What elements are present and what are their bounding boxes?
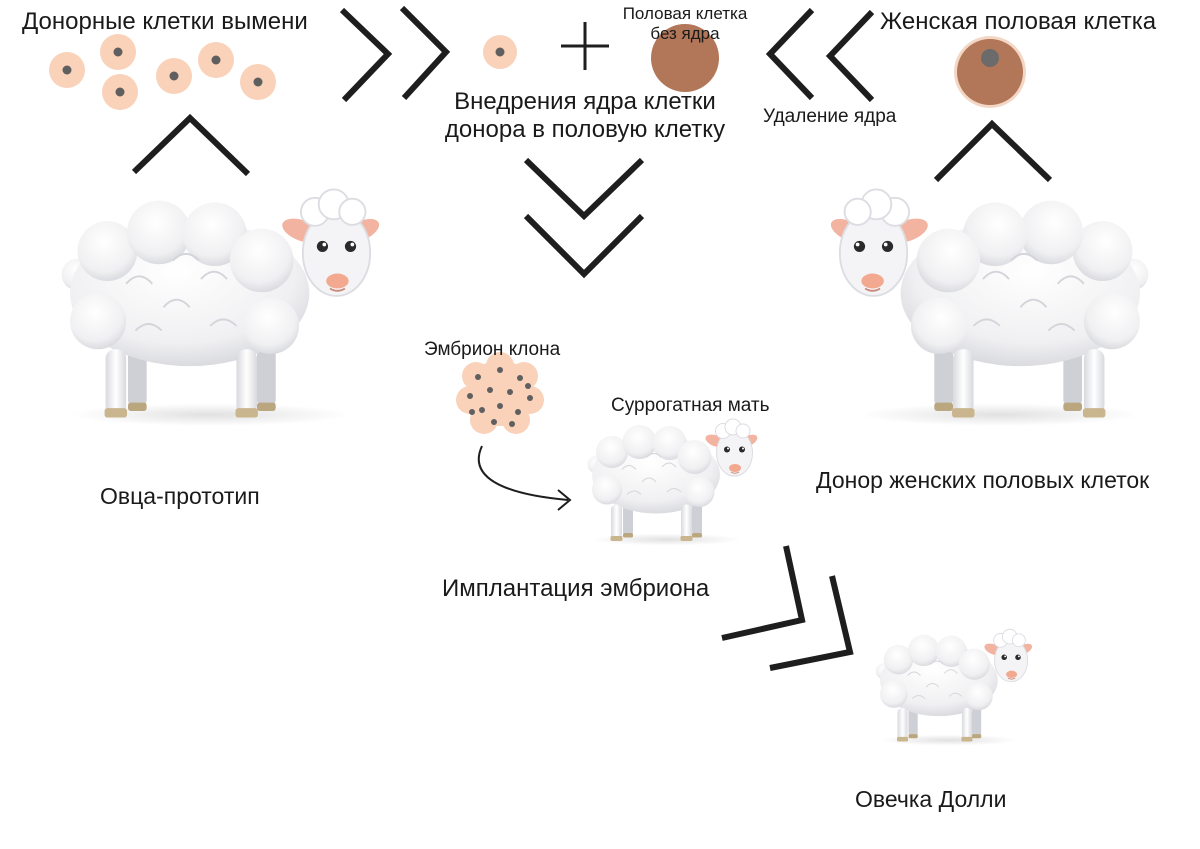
- chevron-icon: [721, 545, 806, 641]
- curved-arrow-icon: [477, 445, 572, 511]
- clone-embryo-label: Эмбрион клона: [424, 339, 561, 360]
- female-egg-cell-label: Женская половая клетка: [880, 8, 1157, 35]
- egg-without-nucleus-line2: без ядра: [650, 24, 720, 44]
- egg-donor-sheep-icon: [826, 188, 1150, 427]
- embryo-icon: [456, 352, 544, 434]
- egg-without-nucleus-label: Половая клетка без ядра: [602, 4, 768, 44]
- surrogate-mother-sheep-icon: [587, 418, 760, 546]
- nucleus-removal-label: Удаление ядра: [763, 106, 897, 127]
- chevron-icon: [933, 119, 1053, 183]
- female-egg-cell-icon: [954, 36, 1026, 108]
- egg-without-nucleus-line1: Половая клетка: [622, 4, 748, 23]
- donor-nucleus-cell: [483, 35, 517, 69]
- nucleus-insertion-line2: донора в половую клетку: [444, 116, 726, 144]
- egg-donor-sheep-label: Донор женских половых клеток: [816, 467, 1150, 493]
- surrogate-mother-label: Суррогатная мать: [611, 395, 770, 416]
- nucleus-insertion-line1: Внедрения ядра клетки: [454, 88, 716, 115]
- dolly-sheep-label: Овечка Долли: [855, 786, 1007, 812]
- chevron-icon: [131, 113, 251, 177]
- chevron-icon: [769, 575, 854, 671]
- cell-icon: [100, 34, 136, 70]
- cell-icon: [102, 74, 138, 110]
- chevron-icon: [765, 7, 815, 101]
- prototype-sheep-label: Овца-прототип: [100, 483, 260, 509]
- chevron-icon: [339, 7, 393, 103]
- chevron-icon: [523, 213, 645, 279]
- donor-udder-cells-label: Донорные клетки вымени: [22, 8, 308, 35]
- cell-icon: [49, 52, 85, 88]
- egg-cell-icon: [651, 24, 719, 92]
- plus-icon: [561, 22, 609, 70]
- chevron-icon: [825, 9, 875, 103]
- chevron-icon: [523, 157, 645, 221]
- cell-icon: [156, 58, 192, 94]
- cell-icon: [198, 42, 234, 78]
- donor-udder-cells: [49, 34, 276, 110]
- cell-icon: [240, 64, 276, 100]
- dolly-sheep-icon: [875, 628, 1035, 747]
- prototype-sheep-icon: [60, 188, 384, 427]
- nucleus-insertion-label: Внедрения ядра клетки донора в половую к…: [420, 88, 750, 145]
- chevron-icon: [399, 5, 451, 101]
- embryo-implantation-label: Имплантация эмбриона: [442, 575, 710, 602]
